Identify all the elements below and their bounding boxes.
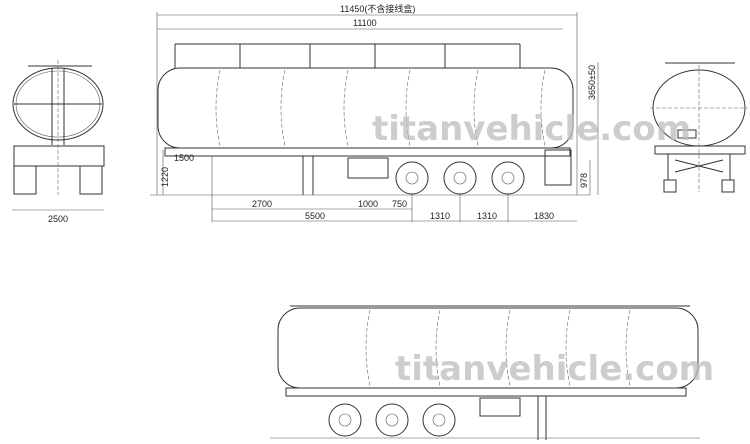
rear-view — [650, 62, 748, 193]
dim-rear-overhang: 1830 — [534, 211, 554, 221]
dim-axle-spacing-1: 1310 — [430, 211, 450, 221]
watermark-top: titanvehicle.com — [372, 109, 691, 149]
side-view: 1220 1500 3650±50 978 2700 1000 750 5500… — [150, 43, 599, 222]
dim-front-overhang: 1500 — [174, 153, 194, 163]
watermark-bottom: titanvehicle.com — [395, 349, 714, 389]
dim-coupling-height: 1220 — [160, 167, 170, 187]
overall-dimensions: 11450(不含接线盒) 11100 — [156, 3, 578, 195]
lower-side-view — [270, 305, 700, 440]
dim-kingpin-axle: 5500 — [305, 211, 325, 221]
dim-landing-gear: 2700 — [252, 199, 272, 209]
dim-overall-length: 11450(不含接线盒) — [340, 3, 415, 14]
dim-body-length: 11100 — [353, 18, 377, 28]
dim-box-gap: 750 — [392, 199, 407, 209]
dim-axle-spacing-2: 1310 — [477, 211, 497, 221]
dim-box-width: 1000 — [358, 199, 378, 209]
dim-height: 3650±50 — [587, 65, 597, 100]
front-view: 2500 — [12, 60, 105, 224]
dim-frame-height: 978 — [579, 173, 589, 188]
dim-front-width: 2500 — [48, 214, 68, 224]
